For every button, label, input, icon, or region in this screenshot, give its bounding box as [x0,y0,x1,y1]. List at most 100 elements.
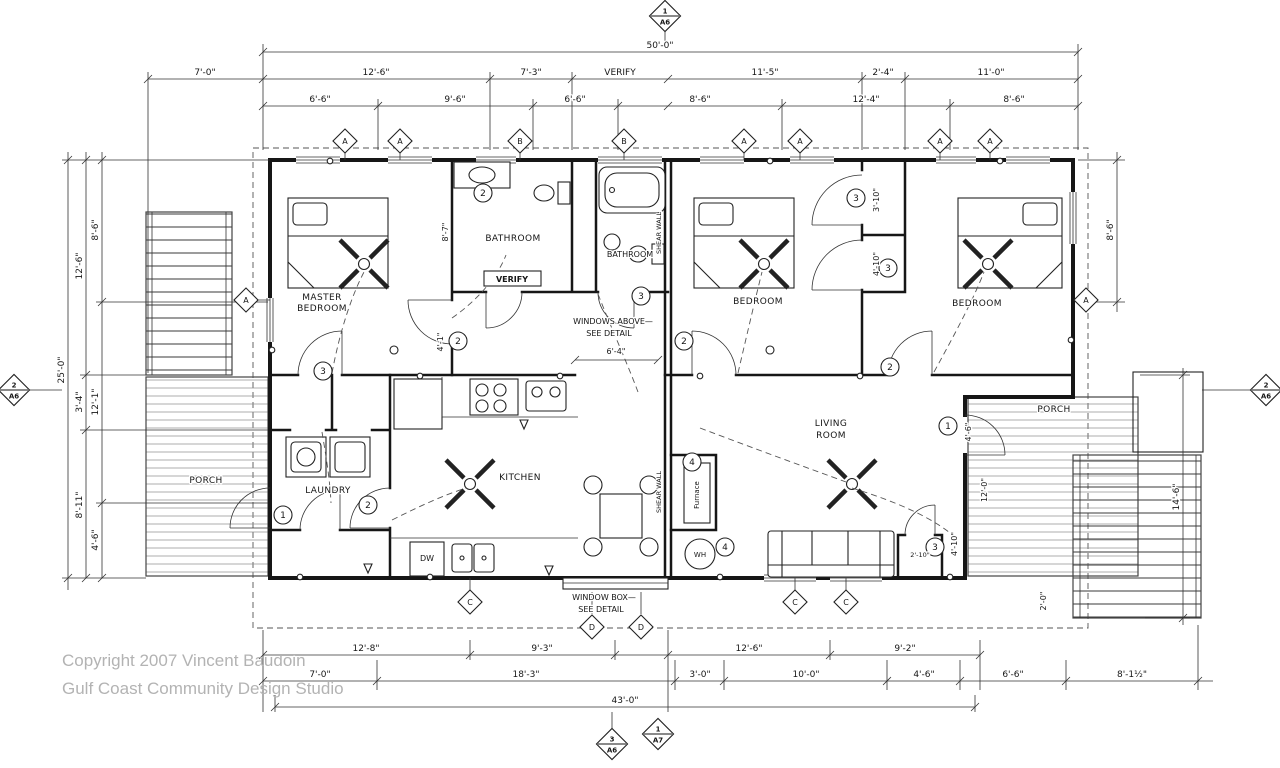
dim-label: 3'-10" [872,188,881,212]
keynote: 3 [313,361,333,381]
keynote-number: 2 [480,189,486,199]
wall-tag: A [787,128,813,154]
wall-tag: D [628,614,654,640]
wall-tag-label: D [638,623,644,632]
dim-label: 6'-6" [564,95,585,105]
outlets [268,157,1075,581]
stair-landing [1132,371,1204,453]
dim-label: 8'-6" [1106,219,1116,240]
keynote-number: 2 [887,363,893,373]
dim-label: 6'-6" [1002,670,1023,680]
furnace-label: Furnace [693,481,701,509]
dim-label: 6'-4" [607,347,626,356]
dim-label: 12'-0" [980,478,989,502]
room-label-porch-right: PORCH [1037,405,1070,415]
smoke-detector [389,345,399,355]
extension-lines [30,32,1250,728]
room-label-bathroom-2: BATHROOM [607,250,653,259]
keynote-number: 3 [638,292,644,302]
dim-label: 9'-6" [444,95,465,105]
dishwasher-label: DW [420,554,434,563]
wall-tags: A A B B A A A A A A C C C D D [233,128,1099,640]
wall-tag: A [233,287,259,313]
dim-overall-width: 50'-0" [646,41,673,51]
room-label-master-bedroom: MASTER [302,293,341,303]
dim-label: 9'-2" [894,644,915,654]
wall-tag: A [387,128,413,154]
keynote: 3 [925,537,945,557]
dim-label: 3'-0" [689,670,710,680]
keynote: 4 [682,452,702,472]
ceiling-fan [826,458,878,510]
section-number: 3 [610,736,615,744]
kitchen-fixtures [363,377,578,577]
dim-label: 12'-6" [75,252,85,279]
wall-tag: A [977,128,1003,154]
water-heater-label: WH [694,551,706,559]
keynote-number: 3 [853,194,859,204]
section-marker-top: 1A6 [648,0,682,33]
section-number: 1 [656,726,661,734]
keynote-number: 4 [722,543,728,553]
right-porch-structure [967,371,1204,619]
shear-wall-label: SHEAR WALL [655,471,663,513]
keynote: 2 [674,331,694,351]
wall-tag-label: A [797,137,803,146]
shear-wall [663,158,673,580]
copyright-line2: Gulf Coast Community Design Studio [62,679,344,698]
ceiling-fan [962,238,1014,290]
wall-tag: C [833,589,859,615]
ceiling-fan [338,238,390,290]
dim-label: 8'-11" [75,491,85,518]
section-marker-left: 2A6 [0,373,31,407]
water-heater-circle [684,538,716,570]
dim-label: 14'-6" [1172,483,1182,510]
ceiling-fan [738,238,790,290]
keynote-number: 2 [455,337,461,347]
wall-tag-label: B [621,137,627,146]
keynote: 1 [938,416,958,436]
keynote-number: 2 [681,337,687,347]
wall-tag-label: A [1083,296,1089,305]
dim-label: 3'-4" [75,391,85,412]
keynote-number: 1 [280,511,286,521]
room-label-bedroom-3: BEDROOM [952,299,1002,309]
window-box-note: SEE DETAIL [578,605,624,614]
wall-tag: A [927,128,953,154]
left-porch-structure [145,211,269,577]
wall-tag-label: A [987,137,993,146]
wall-tag-label: A [937,137,943,146]
dim-label: 12'-8" [352,644,379,654]
dim-label: 11'-5" [751,68,778,78]
section-sheet: A6 [1261,393,1271,401]
dim-overall-lower: 43'-0" [611,696,638,706]
laundry-appliances [285,436,371,478]
dim-label: 12'-4" [852,95,879,105]
wall-tag: D [579,614,605,640]
dim-label: 4'-6" [91,529,101,550]
window-box-note: WINDOW BOX— [572,593,636,602]
dim-label: 11'-0" [977,68,1004,78]
labels: 50'-0" 7'-0" 12'-6" 7'-3" VERIFY 11'-5" … [56,40,1184,708]
keynote-number: 1 [945,422,951,432]
room-label-laundry: LAUNDRY [305,486,351,496]
keynote-number: 3 [320,367,326,377]
dim-label: 8'-1½" [1117,670,1147,680]
windows-above-note: SEE DETAIL [586,329,632,338]
dim-label: 18'-3" [512,670,539,680]
dim-label: 12'-1" [91,388,101,415]
ceiling-fan [444,458,496,510]
dim-label: 7'-0" [194,68,215,78]
kitchen-sink [525,380,567,412]
dim-label: 12'-6" [362,68,389,78]
room-label-bathroom-1: BATHROOM [485,234,540,244]
wall-tag-label: C [843,598,849,607]
refrigerator [393,378,443,430]
window-box [562,577,669,590]
wall-tag-label: D [589,623,595,632]
wall-tag: C [457,589,483,615]
wall-tag-label: A [397,137,403,146]
section-marker-bottom-left: 3A6 [595,727,629,761]
